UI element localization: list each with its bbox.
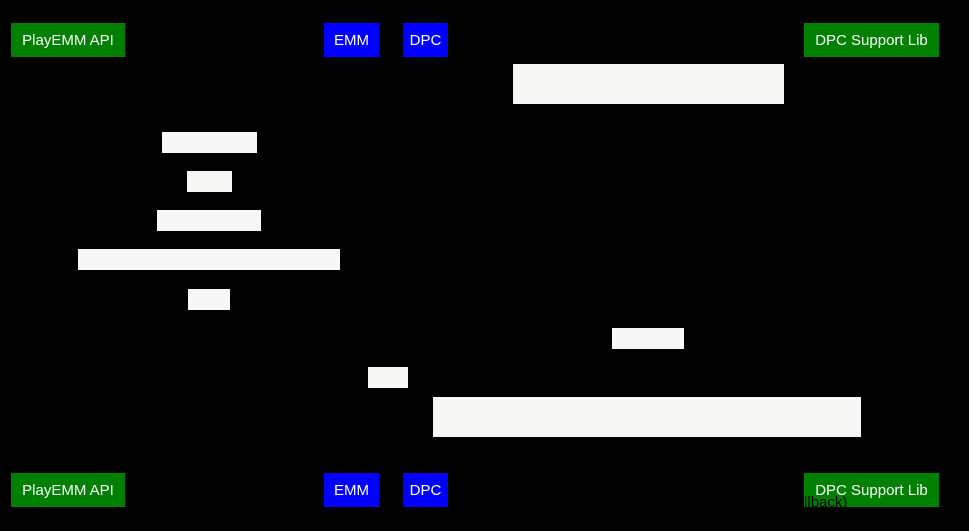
- lifeline-label-emm-top: EMM: [334, 31, 369, 49]
- lifeline-box-dpc-support-lib-bottom[interactable]: DPC Support Lib: [804, 473, 939, 507]
- message-line-1: token: [190, 329, 228, 346]
- lifeline-label-dpc-bottom: DPC: [409, 481, 442, 499]
- lifeline-label-playemm-api-bottom: PlayEMM API: [22, 481, 114, 499]
- lifeline-box-dpc-support-lib-top[interactable]: DPC Support Lib: [804, 23, 939, 57]
- message-line-1: token: [370, 407, 407, 424]
- message-line-1: androidForWorkAccountSupport: [540, 437, 754, 454]
- lifeline-box-dpc-top[interactable]: DPC: [403, 23, 448, 57]
- message-line-1: androidForWorkAccountSupport: [541, 104, 756, 121]
- lifeline-box-emm-bottom[interactable]: EMM: [324, 473, 379, 507]
- message-label-generate-authentication-token[interactable]: users.generateAuthenticationToken(): [78, 249, 340, 306]
- message-label-token-to-dpc[interactable]: token: [368, 367, 408, 424]
- lifeline-label-dpc-top: DPC: [409, 31, 442, 49]
- message-label-token-to-emm[interactable]: token: [188, 289, 230, 346]
- lifeline-label-playemm-api-top: PlayEMM API: [22, 31, 114, 49]
- message-label-add-android-for-work-account[interactable]: androidForWorkAccountSupport .addAndroid…: [433, 397, 861, 511]
- message-label-users-insert[interactable]: users.insert(): [162, 132, 257, 189]
- lifeline-box-playemm-api-top[interactable]: PlayEMM API: [11, 23, 125, 57]
- lifeline-label-emm-bottom: EMM: [334, 481, 369, 499]
- message-label-users-update[interactable]: users.update(): [157, 210, 261, 267]
- message-line-2: .ensureWorkingEnvironment(callback): [521, 161, 776, 178]
- message-line-2: .addAndroidForWorkAccount(token, account…: [446, 494, 848, 511]
- message-label-ensure-working-environment[interactable]: androidForWorkAccountSupport .ensureWork…: [513, 64, 784, 178]
- lifeline-label-dpc-support-lib-bottom: DPC Support Lib: [815, 481, 928, 499]
- lifeline-label-dpc-support-lib-top: DPC Support Lib: [815, 31, 928, 49]
- message-label-user-id[interactable]: userID: [187, 171, 233, 228]
- lifeline-box-playemm-api-bottom[interactable]: PlayEMM API: [11, 473, 125, 507]
- lifeline-box-dpc-bottom[interactable]: DPC: [403, 473, 448, 507]
- message-line-1: callback(): [615, 368, 681, 385]
- message-label-callback[interactable]: callback(): [612, 328, 684, 385]
- lifeline-box-emm-top[interactable]: EMM: [324, 23, 379, 57]
